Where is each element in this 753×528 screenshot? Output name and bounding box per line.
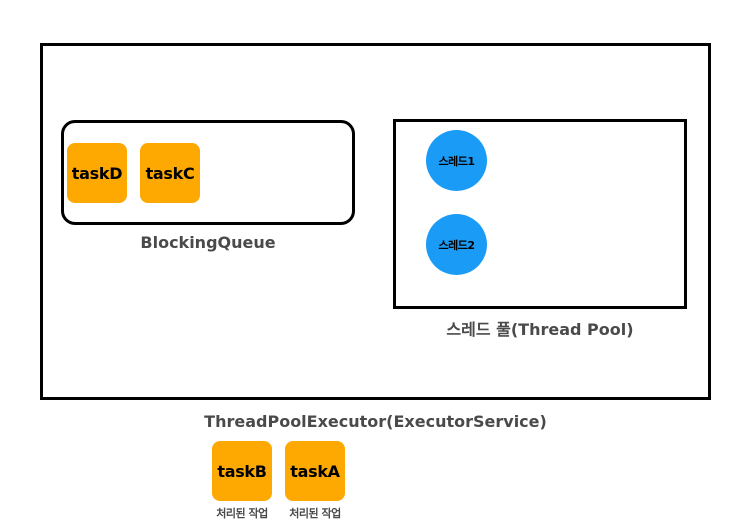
task-a-completed: taskA bbox=[285, 441, 345, 501]
task-a-status-label: 처리된 작업 bbox=[289, 507, 341, 520]
executor-label: ThreadPoolExecutor(ExecutorService) bbox=[204, 412, 547, 431]
thread-pool-label: 스레드 풀(Thread Pool) bbox=[446, 320, 634, 339]
blocking-queue-label: BlockingQueue bbox=[140, 233, 276, 252]
task-b-status-label: 처리된 작업 bbox=[216, 507, 268, 520]
task-b-completed: taskB bbox=[212, 441, 272, 501]
task-c: taskC bbox=[140, 143, 200, 203]
thread-1: 스레드1 bbox=[426, 130, 487, 191]
task-d: taskD bbox=[67, 143, 127, 203]
thread-2: 스레드2 bbox=[426, 214, 487, 275]
